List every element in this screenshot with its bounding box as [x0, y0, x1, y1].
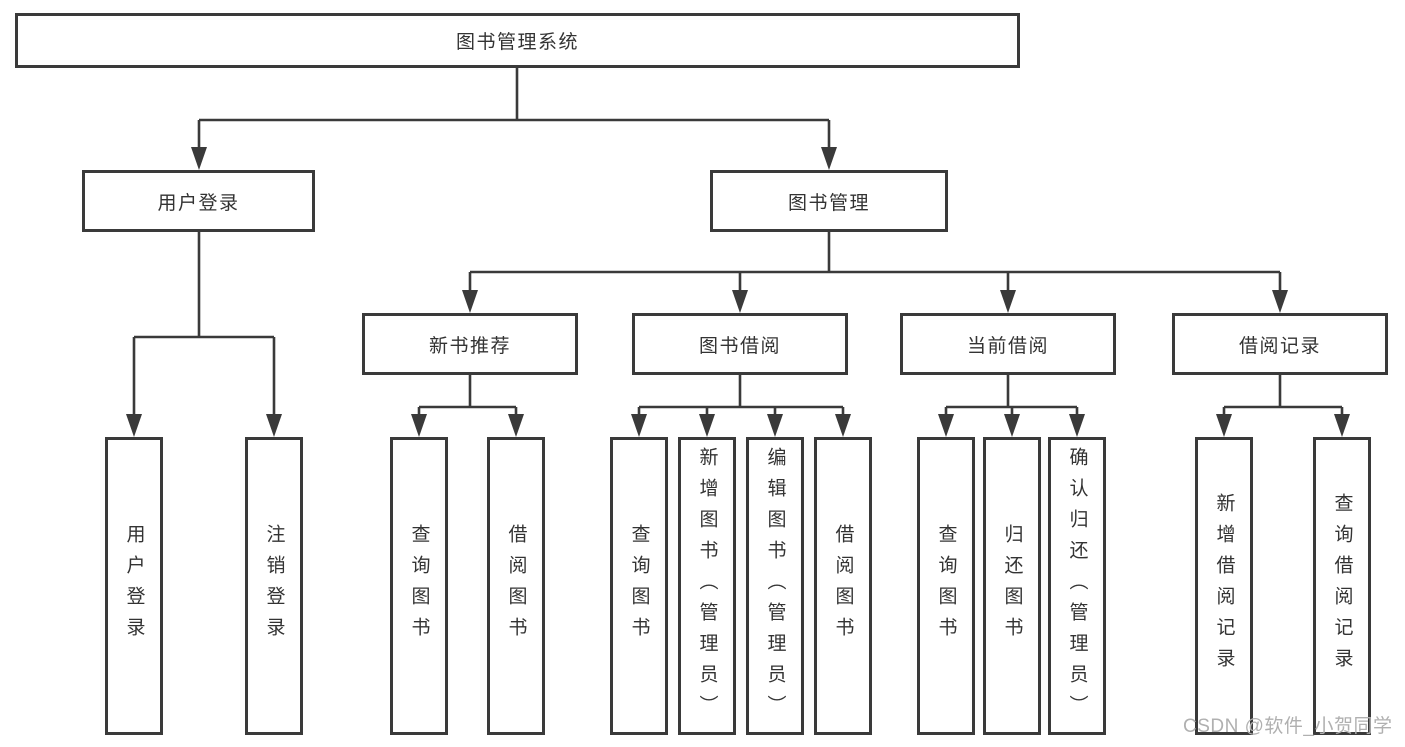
leaf-query-borrow-record-label: 查询借阅记录 — [1331, 493, 1353, 679]
leaf-user-login-label: 用户登录 — [123, 524, 145, 648]
connector-records-fanout — [1222, 375, 1344, 417]
connector-current-fanout — [944, 375, 1079, 417]
leaf-query-borrow-record: 查询借阅记录 — [1313, 437, 1371, 735]
leaf-query-books-borrowing-label: 查询图书 — [628, 524, 650, 648]
node-user-login-branch: 用户登录 — [82, 170, 315, 232]
leaf-logout-label: 注销登录 — [263, 524, 285, 648]
connector-borrowing-fanout — [637, 375, 845, 417]
node-current-borrowing-label: 当前借阅 — [966, 335, 1049, 357]
leaf-query-books-borrowing: 查询图书 — [610, 437, 668, 735]
leaf-borrow-books-recommend: 借阅图书 — [487, 437, 545, 735]
arrowheads — [126, 147, 1350, 437]
leaf-query-books-current: 查询图书 — [917, 437, 975, 735]
node-book-borrowing-label: 图书借阅 — [698, 335, 781, 357]
leaf-query-books-recommend-label: 查询图书 — [408, 524, 430, 648]
node-book-management: 图书管理 — [710, 170, 948, 232]
leaf-borrow-book: 借阅图书 — [814, 437, 872, 735]
leaf-return-book-label: 归还图书 — [1001, 524, 1023, 648]
leaf-borrow-book-label: 借阅图书 — [832, 524, 854, 648]
connector-user-login-fanout — [132, 232, 276, 417]
node-user-login-branch-label: 用户登录 — [157, 192, 240, 214]
connector-book-management-fanout — [468, 232, 1282, 293]
leaf-logout: 注销登录 — [245, 437, 303, 735]
leaf-user-login: 用户登录 — [105, 437, 163, 735]
node-book-management-label: 图书管理 — [787, 192, 870, 214]
leaf-confirm-return-admin: 确认归还（管理员） — [1048, 437, 1106, 735]
leaf-add-borrow-record: 新增借阅记录 — [1195, 437, 1253, 735]
leaf-add-borrow-record-label: 新增借阅记录 — [1213, 493, 1235, 679]
node-borrow-records-label: 借阅记录 — [1238, 335, 1321, 357]
leaf-edit-book-admin-label: 编辑图书（管理员） — [764, 446, 786, 726]
node-borrow-records: 借阅记录 — [1172, 313, 1388, 375]
leaf-borrow-books-recommend-label: 借阅图书 — [505, 524, 527, 648]
connector-root-to-level2 — [197, 68, 831, 150]
node-new-book-recommend-label: 新书推荐 — [428, 335, 511, 357]
leaf-add-book-admin-label: 新增图书（管理员） — [696, 446, 718, 726]
node-book-borrowing: 图书借阅 — [632, 313, 848, 375]
leaf-confirm-return-admin-label: 确认归还（管理员） — [1066, 446, 1088, 726]
leaf-query-books-recommend: 查询图书 — [390, 437, 448, 735]
node-root-label: 图书管理系统 — [455, 32, 579, 53]
node-root: 图书管理系统 — [15, 13, 1020, 68]
leaf-edit-book-admin: 编辑图书（管理员） — [746, 437, 804, 735]
node-new-book-recommend: 新书推荐 — [362, 313, 578, 375]
leaf-return-book: 归还图书 — [983, 437, 1041, 735]
leaf-add-book-admin: 新增图书（管理员） — [678, 437, 736, 735]
connector-recommend-fanout — [417, 375, 518, 417]
csdn-watermark: CSDN @软件_小贺同学 — [1183, 716, 1393, 737]
node-current-borrowing: 当前借阅 — [900, 313, 1116, 375]
leaf-query-books-current-label: 查询图书 — [935, 524, 957, 648]
